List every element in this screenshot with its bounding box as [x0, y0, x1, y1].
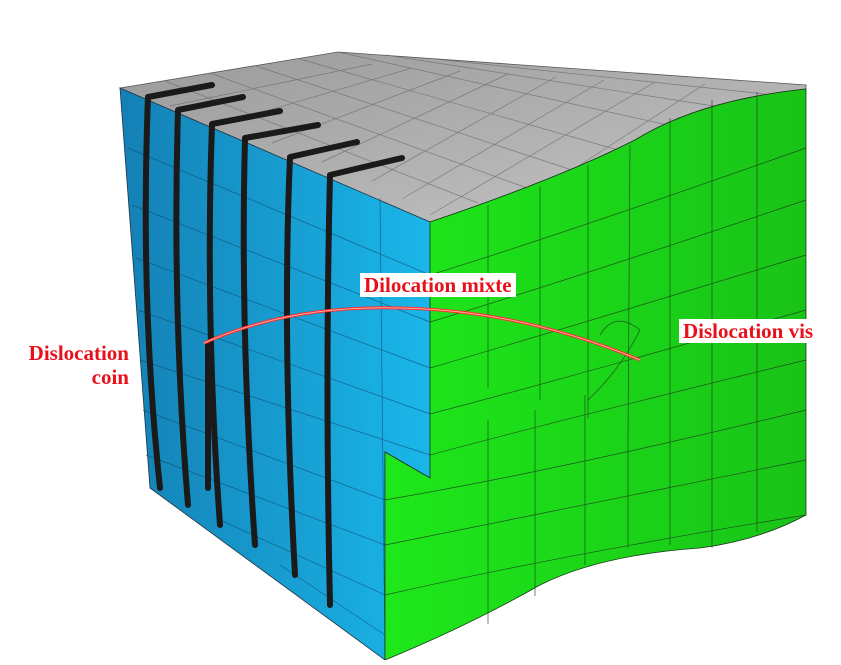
- screw-dislocation-label: Dislocation vis: [679, 319, 818, 343]
- edge-dislocation-label-line1: Dislocation: [28, 341, 129, 365]
- extra-half-planes: [142, 82, 405, 608]
- edge-dislocation-label: Dislocation coin: [10, 341, 129, 389]
- dislocation-line-highlight: [203, 307, 641, 361]
- edge-dislocation-label-line2: coin: [91, 365, 129, 389]
- right-face: [384, 88, 807, 661]
- mixed-dislocation-label: Dilocation mixte: [360, 273, 516, 297]
